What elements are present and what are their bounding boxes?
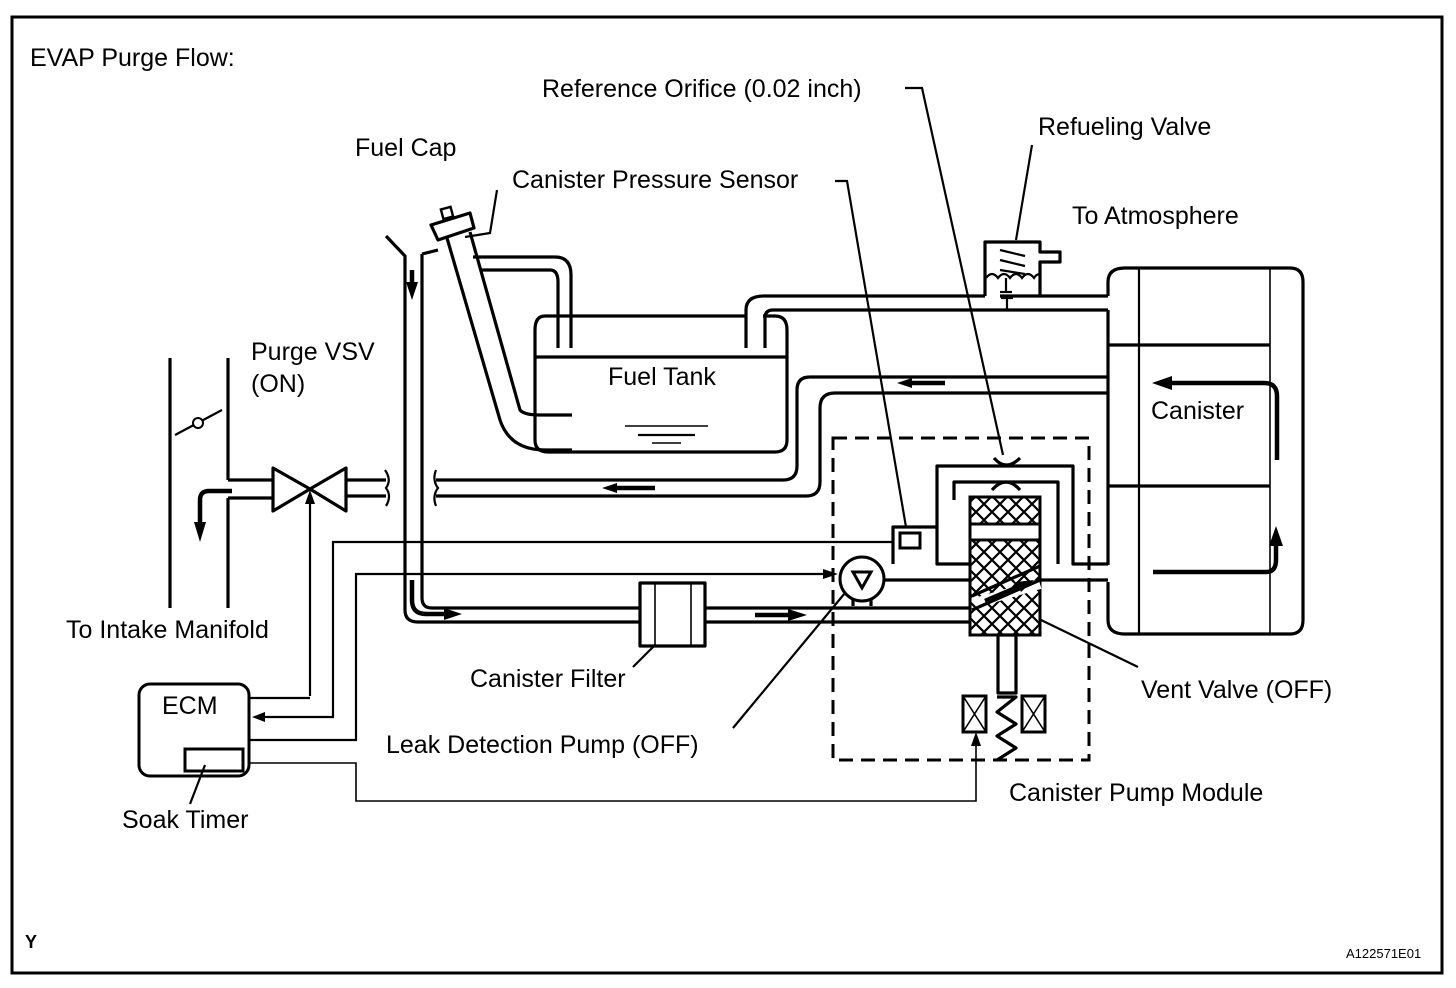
pipe-break [433,469,440,507]
canister-purge-pipe [436,375,1108,482]
filler-breather-inner [480,268,560,348]
canister-flow-arrows [1152,376,1283,575]
canister-to-tank-return-pipe [436,345,1110,498]
flow-arrow-left-lower [602,483,617,493]
canister-pressure-sensor [891,464,1108,566]
filler-breather-pipe [473,255,573,348]
label-refueling-valve: Refueling Valve [1038,113,1211,141]
reference-orifice [952,456,1060,564]
fuel-tank [533,314,789,454]
fuel-cap [429,205,476,242]
fresh-air-pipe [384,234,640,624]
signal-wires [249,540,981,802]
flow-arrow-left-upper [897,378,912,388]
label-canister-pump-module: Canister Pump Module [1009,779,1263,807]
figure-code: A122571E01 [1346,946,1421,961]
tank-vapor-pipe-inner [763,308,1108,348]
canister-filter [638,581,970,648]
ecm [137,682,251,778]
vent-valve [968,495,1108,695]
label-soak-timer: Soak Timer [122,806,248,834]
purge-vsv [271,466,348,696]
canister [1106,266,1305,636]
diagram-title: EVAP Purge Flow: [30,44,235,72]
label-canister-pressure-sensor: Canister Pressure Sensor [512,166,798,194]
vent-valve-solenoid [961,694,1047,762]
corner-mark: Y [25,932,37,952]
label-to-atmosphere: To Atmosphere [1072,202,1239,230]
canister-pump-module [831,436,1091,762]
intake-manifold [168,358,273,608]
leak-detection-pump [838,555,970,606]
label-vent-valve: Vent Valve (OFF) [1141,676,1332,704]
label-canister-filter: Canister Filter [470,665,626,693]
label-purge-vsv-state: (ON) [251,370,305,398]
label-reference-orifice: Reference Orifice (0.02 inch) [542,75,862,103]
label-to-intake-manifold: To Intake Manifold [66,616,269,644]
label-ecm: ECM [162,692,218,720]
label-leak-detection-pump: Leak Detection Pump (OFF) [386,731,699,759]
label-purge-vsv: Purge VSV [251,338,375,366]
soak-timer [183,747,245,773]
filler-neck [445,231,572,452]
label-fuel-cap: Fuel Cap [355,134,456,162]
refueling-valve [983,240,1062,310]
figure-frame [10,15,1444,975]
label-canister: Canister [1151,397,1244,425]
tank-vapor-pipe [744,294,985,348]
label-fuel-tank: Fuel Tank [608,363,716,391]
